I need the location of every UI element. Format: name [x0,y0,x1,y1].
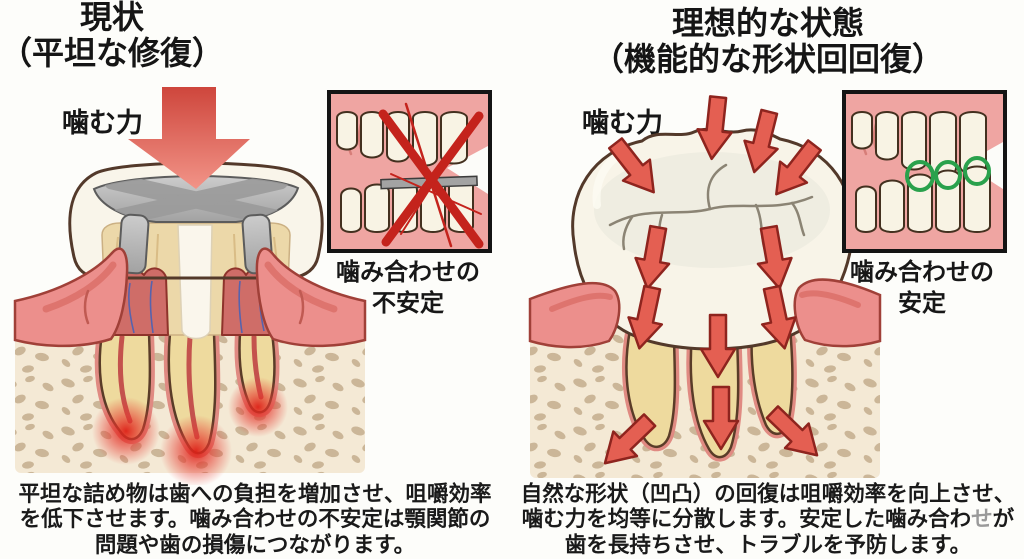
gums [13,247,367,348]
functional-shape-tooth-illustration [528,94,882,478]
tooth-crown [68,161,324,340]
contact-circles [905,156,991,192]
occlusion-stable-inset [842,90,1007,253]
right-panel-title: 理想的な状態 （機能的な形状回回復） [591,5,944,77]
right-bite-force-label: 噛む力 [582,108,663,138]
flat-filling [92,175,300,275]
right-inset-caption: 噛み合わせの 安定 [850,259,994,318]
right-description-gray-char: せ [971,507,993,532]
red-x-mark [378,102,484,249]
left-bite-force-label: 噛む力 [62,108,143,138]
bite-force-arrow [128,87,250,189]
right-description-part1: 自然な形状（凹凸）の回復は咀嚼効率を向上させ、 噛む力を均等に分散します。安定し… [520,482,1016,532]
left-panel-title: 現状 （平坦な修復） [0,0,225,71]
left-inset-caption: 噛み合わせの 不安定 [336,259,480,318]
upper-teeth [851,111,987,177]
occlusion-unstable-inset [327,90,492,253]
inflammation-glow [92,377,288,485]
gums [528,278,882,349]
stable-occlusion-illustration [846,94,1003,249]
unstable-occlusion-illustration [331,94,488,249]
right-description-part2: が 歯を長持ちさせ、トラブルを予防します。 [564,507,1015,557]
right-description: 自然な形状（凹凸）の回復は咀嚼効率を向上させ、 噛む力を均等に分散します。安定し… [516,482,1020,558]
occlusal-grooves [608,163,814,263]
flat-restoration-tooth-illustration [13,87,367,485]
left-description: 平坦な詰め物は歯への負担を増加させ、咀嚼効率 を低下させます。噛み合わせの不安定… [18,482,492,557]
